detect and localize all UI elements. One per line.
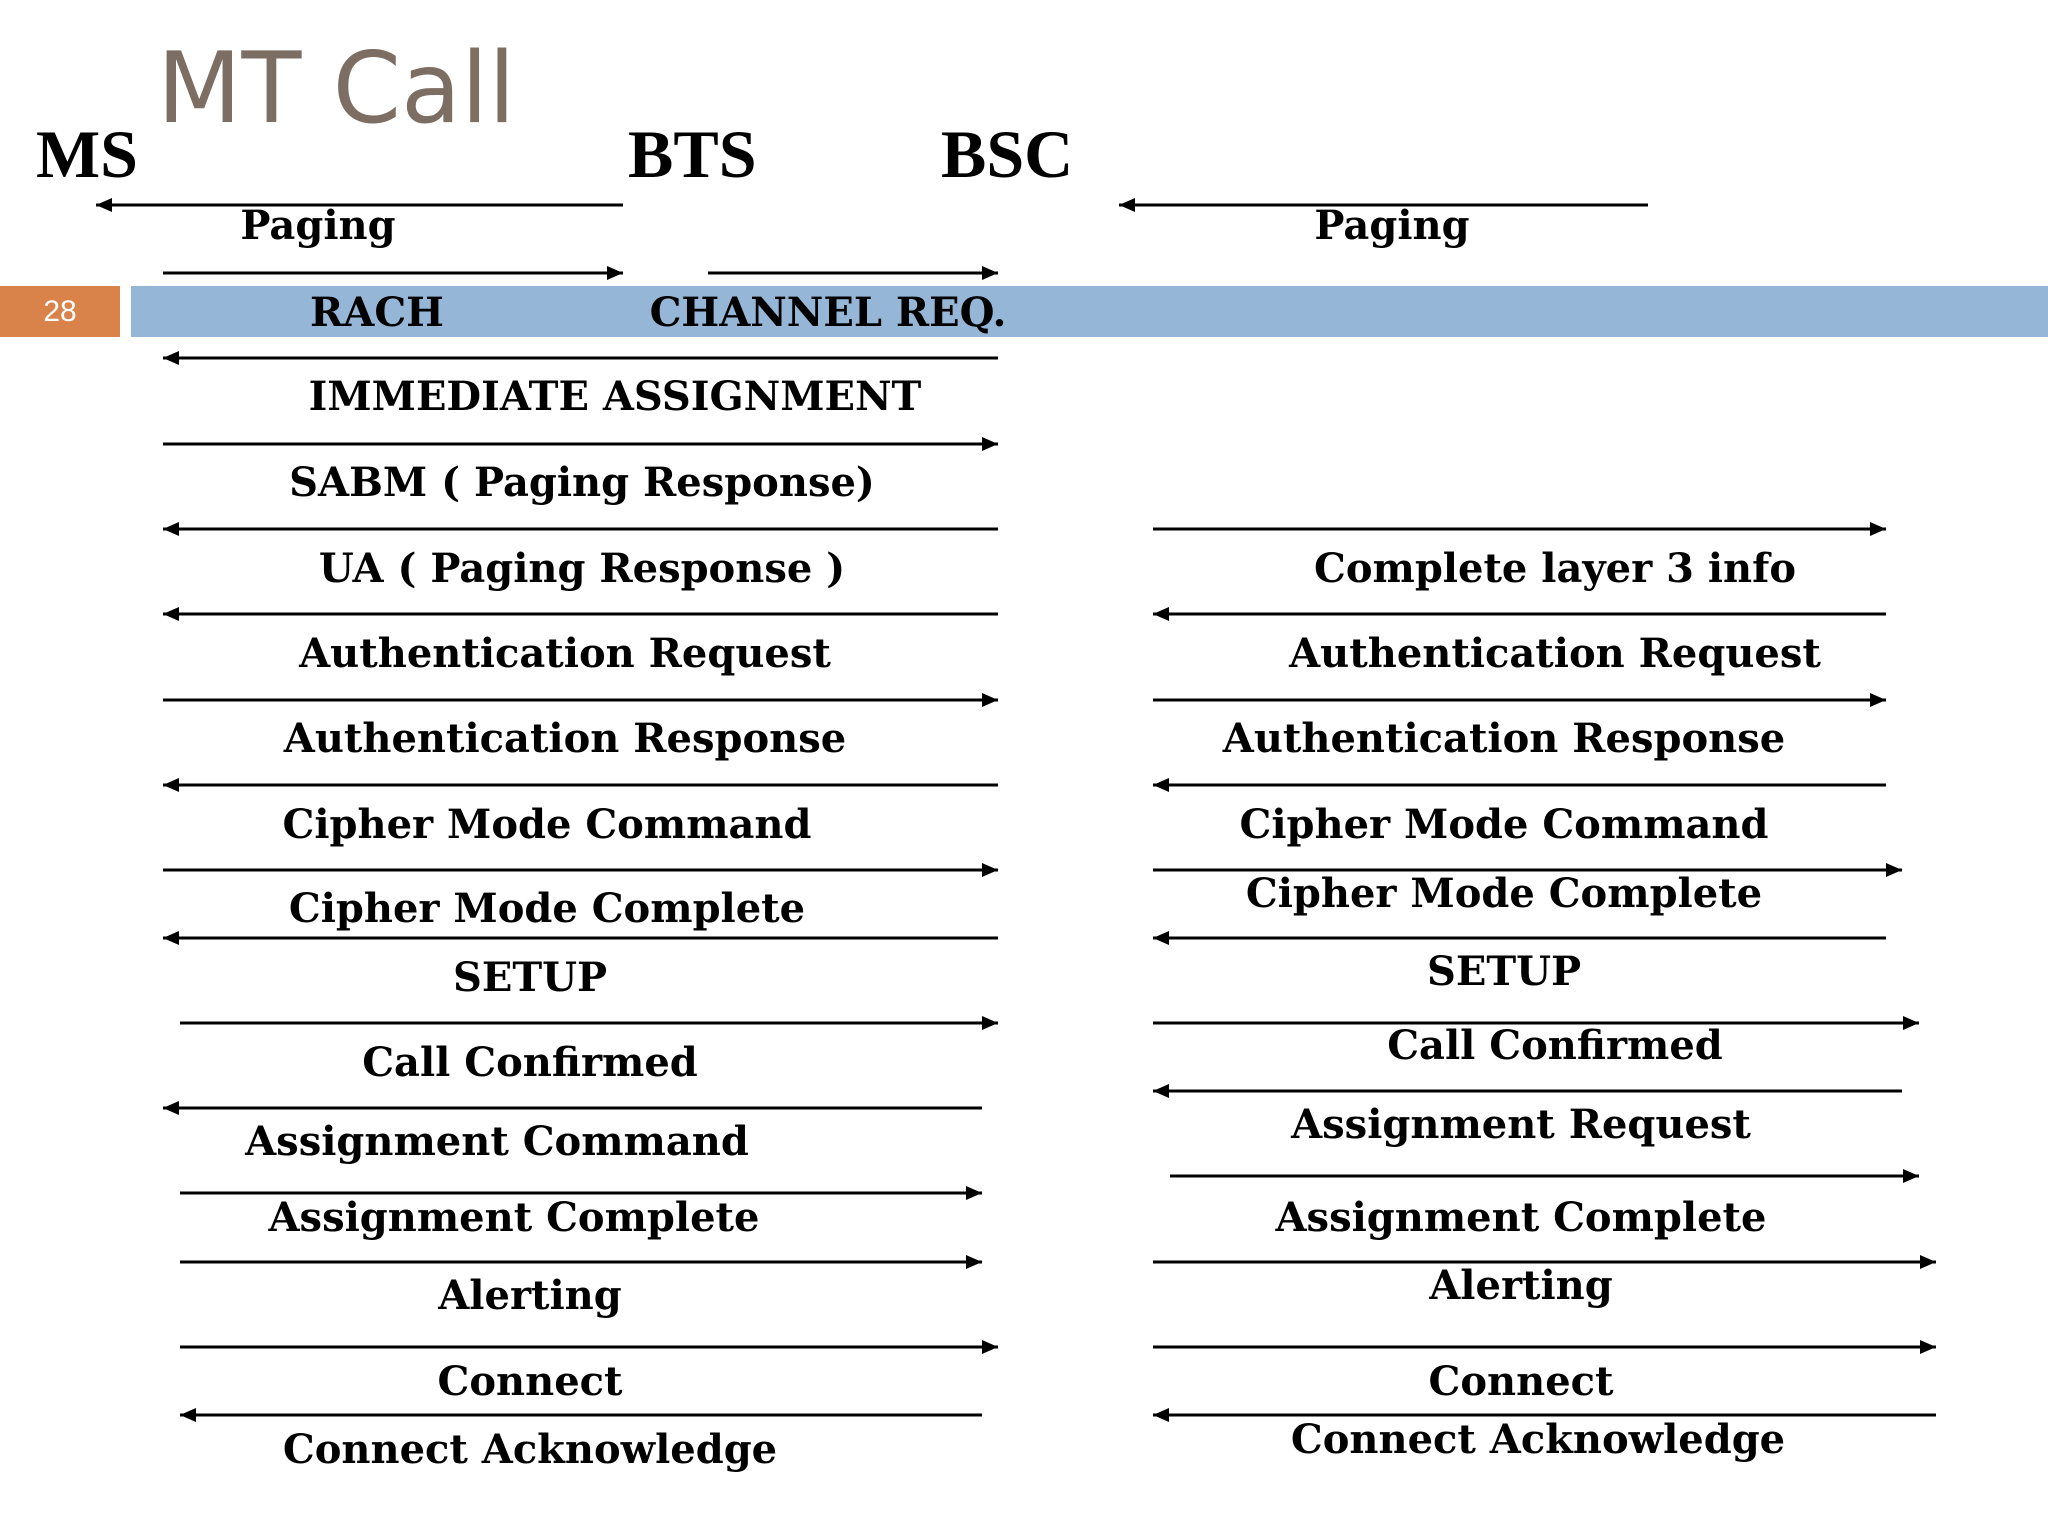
msg-left-alerting: Alerting: [438, 1272, 622, 1319]
msg-right-alerting: Alerting: [1429, 1262, 1613, 1309]
msg-right-paging: Paging: [1314, 202, 1470, 249]
right-arrow-10: [1153, 1255, 1936, 1269]
arrow-head: [1153, 931, 1169, 945]
left-arrow-6: [163, 607, 998, 621]
msg-left-ua: UA ( Paging Response ): [318, 545, 846, 592]
arrow-head: [1903, 1169, 1919, 1183]
arrow-head: [1119, 198, 1135, 212]
arrow-head: [982, 693, 998, 707]
msg-right-assignment-request: Assignment Request: [1291, 1101, 1751, 1148]
slide-title: MT Call: [157, 32, 516, 146]
msg-right-setup: SETUP: [1426, 948, 1582, 995]
msg-right-complete-layer3: Complete layer 3 info: [1313, 545, 1797, 592]
left-arrow-3: [163, 351, 998, 365]
arrow-head: [607, 266, 623, 280]
msg-left-assignment-complete: Assignment Complete: [268, 1194, 760, 1241]
left-arrow-2: [708, 266, 998, 280]
arrow-head: [96, 198, 112, 212]
right-arrow-5: [1153, 863, 1902, 877]
msg-right-cipher-command: Cipher Mode Command: [1239, 801, 1769, 848]
msg-right-cipher-complete: Cipher Mode Complete: [1245, 870, 1763, 917]
msg-left-auth-response: Authentication Response: [283, 715, 847, 762]
msg-right-auth-response: Authentication Response: [1222, 715, 1786, 762]
arrow-head: [1153, 778, 1169, 792]
right-arrow-9: [1170, 1169, 1919, 1183]
left-arrow-4: [163, 437, 998, 451]
entity-bsc: BSC: [941, 116, 1074, 192]
msg-left-connect: Connect: [437, 1358, 623, 1405]
left-arrow-9: [163, 863, 998, 877]
right-arrow-8: [1153, 1084, 1902, 1098]
right-arrow-4: [1153, 778, 1886, 792]
left-arrow-1: [163, 266, 623, 280]
arrow-head: [1920, 1255, 1936, 1269]
arrow-head: [1886, 863, 1902, 877]
left-arrow-16: [180, 1408, 982, 1422]
arrow-head: [163, 931, 179, 945]
right-arrow-12: [1153, 1408, 1936, 1422]
entity-bts: BTS: [628, 116, 757, 192]
msg-left-connect-ack: Connect Acknowledge: [282, 1426, 778, 1473]
msg-right-call-confirmed: Call Confirmed: [1387, 1022, 1723, 1069]
left-arrow-15: [180, 1340, 998, 1354]
msg-left-rach: RACH: [310, 289, 444, 336]
left-arrow-0: [96, 198, 623, 212]
left-arrow-13: [180, 1186, 982, 1200]
arrow-head: [163, 351, 179, 365]
msg-right-connect: Connect: [1428, 1358, 1614, 1405]
arrow-head: [1153, 1408, 1169, 1422]
msg-left-sabm: SABM ( Paging Response): [289, 459, 875, 506]
right-arrow-0: [1119, 198, 1648, 212]
msg-left-cipher-command: Cipher Mode Command: [282, 801, 812, 848]
arrow-head: [163, 778, 179, 792]
msg-right-assignment-complete: Assignment Complete: [1275, 1194, 1767, 1241]
msg-left-cipher-complete: Cipher Mode Complete: [288, 885, 806, 932]
arrow-head: [163, 1101, 179, 1115]
arrow-head: [982, 437, 998, 451]
arrow-head: [982, 1016, 998, 1030]
left-arrow-5: [163, 522, 998, 536]
arrow-head: [982, 863, 998, 877]
title-band: [131, 286, 2048, 337]
msg-left-channel-req: CHANNEL REQ.: [649, 289, 1007, 336]
arrow-head: [1870, 522, 1886, 536]
right-arrow-2: [1153, 607, 1886, 621]
arrow-head: [966, 1255, 982, 1269]
msg-left-setup: SETUP: [452, 954, 608, 1001]
msg-right-connect-ack: Connect Acknowledge: [1290, 1416, 1786, 1463]
msg-left-assignment-command: Assignment Command: [245, 1118, 749, 1165]
right-arrow-7: [1153, 1016, 1919, 1030]
left-arrow-14: [180, 1255, 982, 1269]
left-arrow-12: [163, 1101, 982, 1115]
slide-number: 28: [0, 286, 120, 337]
arrow-head: [966, 1186, 982, 1200]
arrow-head: [1920, 1340, 1936, 1354]
arrow-head: [163, 522, 179, 536]
left-arrow-7: [163, 693, 998, 707]
right-arrow-6: [1153, 931, 1886, 945]
left-arrow-11: [180, 1016, 998, 1030]
left-arrow-10: [163, 931, 998, 945]
arrow-head: [163, 607, 179, 621]
entity-ms: MS: [36, 116, 138, 192]
arrow-head: [982, 266, 998, 280]
arrow-head: [1903, 1016, 1919, 1030]
right-arrow-1: [1153, 522, 1886, 536]
msg-left-auth-request: Authentication Request: [299, 630, 831, 677]
arrow-head: [982, 1340, 998, 1354]
left-arrow-8: [163, 778, 998, 792]
arrow-head: [180, 1408, 196, 1422]
right-arrow-3: [1153, 693, 1886, 707]
arrow-head: [1870, 693, 1886, 707]
msg-left-paging: Paging: [240, 202, 396, 249]
arrow-head: [1153, 607, 1169, 621]
arrow-head: [1153, 1084, 1169, 1098]
msg-left-immediate-assignment: IMMEDIATE ASSIGNMENT: [308, 373, 922, 420]
msg-left-call-confirmed: Call Confirmed: [362, 1039, 698, 1086]
msg-right-auth-request: Authentication Request: [1289, 630, 1821, 677]
right-arrow-11: [1153, 1340, 1936, 1354]
